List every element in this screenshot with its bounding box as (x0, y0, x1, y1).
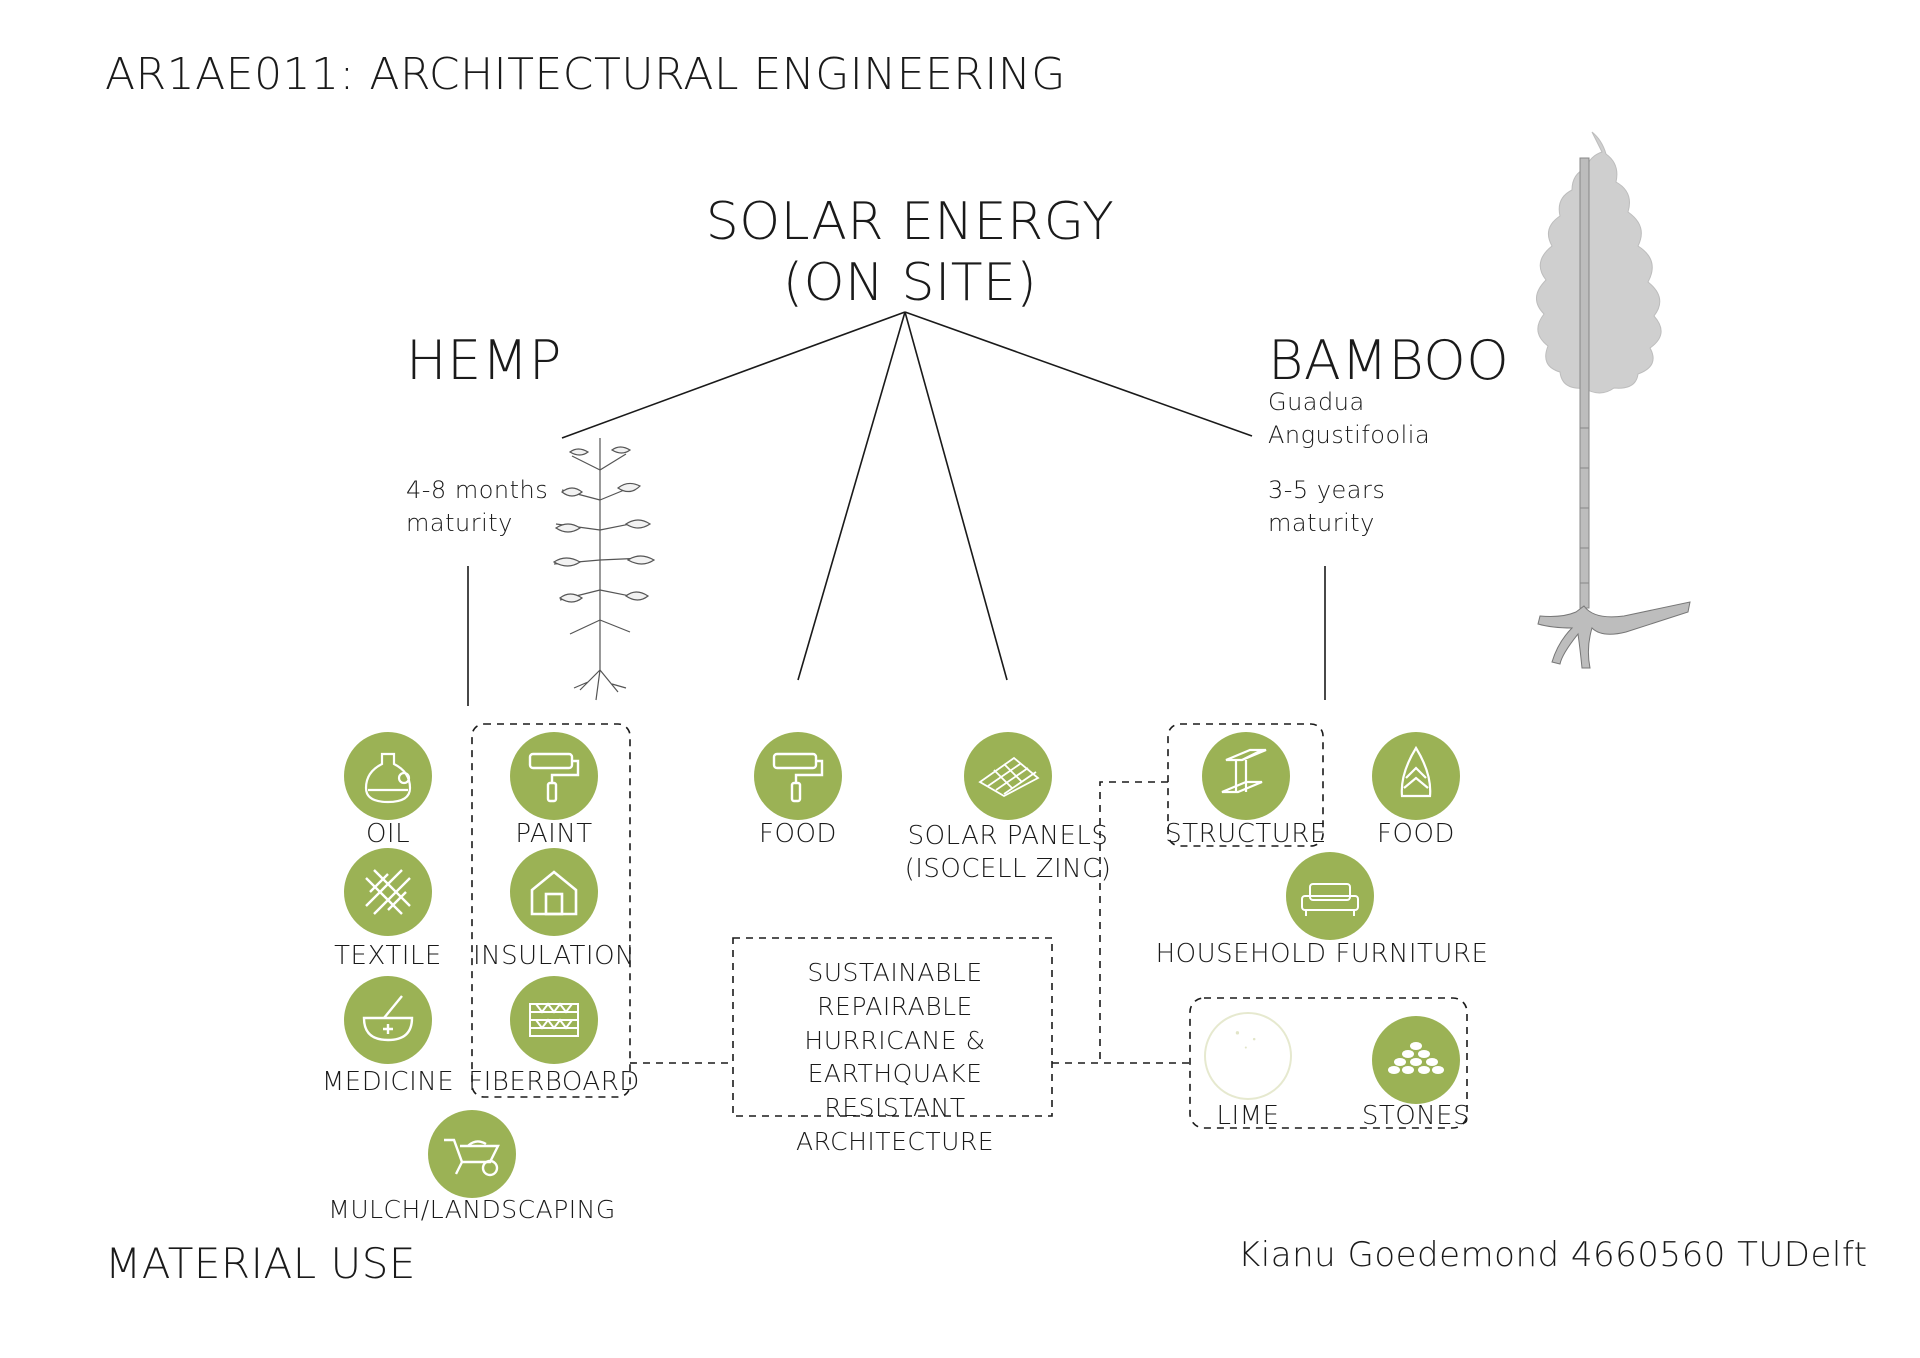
furniture-label: HOUSEHOLD FURNITURE (1155, 939, 1489, 969)
bamboo-tree-illustration (1536, 131, 1691, 669)
insulation-label: INSULATION (473, 941, 635, 971)
food-roller-icon (754, 732, 842, 820)
solar-panels-label: SOLAR PANELS (ISOCELL ZINC) (905, 820, 1112, 887)
paint-label: PAINT (515, 819, 593, 849)
stones-icon (1372, 1016, 1460, 1104)
insulation-house-icon (510, 848, 598, 936)
bamboo-shoot-icon (1372, 732, 1460, 820)
mortar-pestle-icon (344, 976, 432, 1064)
bamboo-food-label: FOOD (1377, 819, 1455, 849)
hemp-plant-illustration (552, 438, 656, 701)
solar-panels-line1: SOLAR PANELS (907, 821, 1109, 851)
branch-line-hemp (561, 311, 906, 439)
branch-line-solar (904, 311, 1008, 681)
lime-label: LIME (1216, 1101, 1280, 1131)
hemp-group-frame (471, 723, 631, 1098)
bamboo-maturity-line2: maturity (1268, 509, 1375, 538)
structure-label: STRUCTURE (1165, 819, 1327, 849)
lime-icon (1204, 1012, 1292, 1100)
bamboo-maturity: 3-5 years maturity (1268, 474, 1385, 540)
solar-energy-line2: (ON SITE) (782, 253, 1038, 314)
branch-line-food (797, 311, 906, 681)
middle-food-label: FOOD (759, 819, 837, 849)
central-box-text: SUSTAINABLE REPAIRABLE HURRICANE & EARTH… (740, 956, 1050, 1159)
fiberboard-label: FIBERBOARD (468, 1067, 640, 1097)
bamboo-structure-frame (1167, 723, 1324, 847)
branch-line-bamboo (904, 311, 1253, 437)
sofa-icon (1286, 852, 1374, 940)
solar-panel-icon (964, 732, 1052, 820)
steel-beam-icon (1202, 732, 1290, 820)
bamboo-species: Guadua Angustifoolia (1268, 386, 1430, 452)
oil-icon (344, 732, 432, 820)
solar-panels-line2: (ISOCELL ZINC) (904, 854, 1112, 885)
material-use-label: MATERIAL USE (105, 1239, 416, 1288)
paint-roller-icon (510, 732, 598, 820)
solar-energy-line1: SOLAR ENERGY (705, 192, 1115, 252)
bamboo-species-line1: Guadua (1268, 388, 1365, 416)
page-title: AR1AE011: ARCHITECTURAL ENGINEERING (105, 49, 1066, 100)
central-box-line2: HURRICANE & (804, 1025, 986, 1055)
bamboo-title: BAMBOO (1268, 329, 1510, 392)
solar-energy-title: SOLAR ENERGY (ON SITE) (700, 192, 1120, 315)
wheelbarrow-icon (428, 1110, 516, 1198)
fiberboard-icon (510, 976, 598, 1064)
central-box-line4: ARCHITECTURE (795, 1126, 995, 1156)
author-credit: Kianu Goedemond 4660560 TUDelft (1238, 1235, 1868, 1275)
medicine-label: MEDICINE (321, 1067, 455, 1097)
mulch-label: MULCH/LANDSCAPING (328, 1195, 616, 1224)
dash-structure-link (1099, 781, 1168, 1063)
central-box-line3: EARTHQUAKE RESISTANT (807, 1059, 983, 1122)
hemp-maturity-line2: maturity (406, 509, 513, 538)
central-box-line1: SUSTAINABLE REPAIRABLE (807, 958, 983, 1021)
hemp-title: HEMP (406, 329, 562, 392)
bamboo-species-line2: Angustifoolia (1268, 421, 1431, 450)
bamboo-maturity-line1: 3-5 years (1268, 476, 1386, 504)
textile-label: TEXTILE (334, 941, 442, 971)
hemp-maturity-line1: 4-8 months (406, 476, 549, 504)
lime-stones-frame (1189, 997, 1468, 1129)
stones-label: STONES (1361, 1101, 1471, 1131)
hemp-maturity: 4-8 months maturity (406, 474, 548, 540)
oil-label: OIL (365, 819, 411, 849)
textile-icon (344, 848, 432, 936)
central-box-frame (732, 937, 1053, 1117)
